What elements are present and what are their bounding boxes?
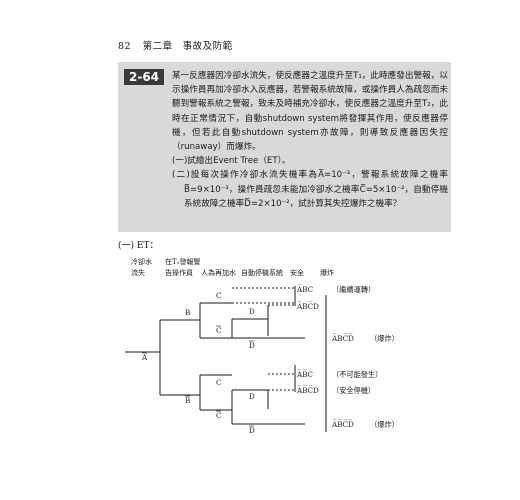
node-b-upper: B — [185, 308, 190, 317]
outcome-note-explosion-1: （爆炸） — [370, 334, 399, 343]
question-part-2: (二)設每次操作冷卻水流失機率為A̅=10⁻³，警報系統故障之機率B̅=9×10… — [172, 170, 448, 209]
question-number: 2-64 — [124, 69, 164, 85]
header-notify-operator: 告操作員 — [165, 268, 193, 277]
node-d-1: D — [249, 307, 255, 316]
node-c-2: C — [216, 326, 222, 335]
chapter-title: 第二章 事故及防範 — [142, 41, 233, 52]
tree-branches — [125, 286, 327, 432]
node-c-1: C — [216, 291, 222, 300]
outcome-note-impossible: （不可能發生） — [332, 370, 382, 379]
outcome-1: A̅BC — [296, 285, 314, 294]
node-d-3: D — [249, 392, 255, 401]
node-d-4: D — [249, 426, 255, 435]
outcome-2: A̅BC̅D — [296, 302, 319, 311]
outcome-5: A̅B̅C̅D — [296, 386, 319, 395]
question-body: 某一反應器因冷卻水流失，使反應器之溫度升至T₁，此時應發出警報，以示操作員再加冷… — [172, 69, 448, 211]
node-a: A — [141, 353, 148, 362]
node-c-3: C — [216, 378, 222, 387]
header-explosion: 爆炸 — [320, 268, 334, 277]
question-box: 2-64 某一反應器因冷卻水流失，使反應器之溫度升至T₁，此時應發出警報，以示操… — [118, 62, 451, 232]
tree-dashed-branches — [232, 287, 295, 391]
outcome-4: A̅B̅C — [296, 370, 313, 379]
outcome-note-safe-shutdown: （安全停機） — [332, 386, 375, 395]
question-part-1: (一)試繪出Event Tree（ET）。 — [172, 156, 291, 167]
node-d-2: D — [249, 341, 255, 350]
header-lost: 流失 — [131, 268, 145, 277]
header-auto-shutdown: 自動停機系統 — [241, 268, 283, 277]
question-text: 某一反應器因冷卻水流失，使反應器之溫度升至T₁，此時應發出警報，以示操作員再加冷… — [172, 71, 448, 153]
answer-label: (一) ET： — [118, 241, 159, 251]
outcome-note-explosion-2: （爆炸） — [370, 420, 399, 429]
node-b-lower: B — [185, 396, 190, 405]
header-cooling: 冷卻水 — [131, 257, 152, 266]
page-number: 82 — [118, 41, 132, 52]
header-safe: 安全 — [290, 268, 304, 277]
header-t1-alarm: 在T₁發報警 — [165, 257, 200, 266]
outcome-note-continue: （繼續運轉） — [332, 285, 375, 294]
node-c-4: C — [216, 411, 222, 420]
outcome-3: A̅BC̅D̅ — [331, 334, 354, 343]
outcome-6: A̅B̅C̅D̅ — [331, 420, 354, 429]
header-add-water: 人為再加水 — [201, 268, 236, 277]
running-header: 82 第二章 事故及防範 — [118, 38, 233, 52]
